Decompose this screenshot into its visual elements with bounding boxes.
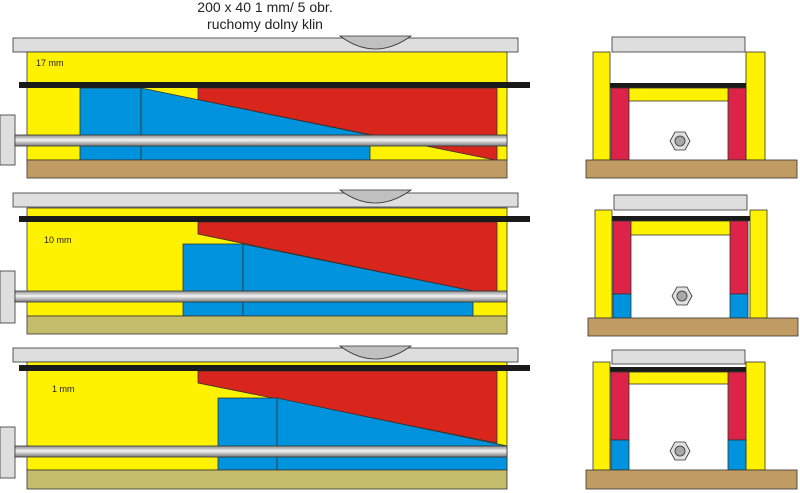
base xyxy=(585,469,798,490)
end-view-1 xyxy=(585,36,798,179)
leg-left xyxy=(610,87,630,161)
slider-block xyxy=(217,397,278,471)
top-plate xyxy=(12,37,519,53)
height-label: 10 mm xyxy=(44,235,72,245)
level-bubble xyxy=(338,35,413,50)
top-bar xyxy=(610,83,746,88)
leg-left xyxy=(610,371,630,441)
post-right xyxy=(749,209,768,319)
screw-end xyxy=(676,290,688,302)
cross-beam xyxy=(630,220,731,236)
base xyxy=(26,315,508,335)
screw-rod xyxy=(14,290,508,303)
screw-end xyxy=(674,135,686,147)
base xyxy=(585,159,798,179)
top-plate xyxy=(613,194,748,211)
foot-right xyxy=(729,293,749,319)
side-view-17mm: 17 mm xyxy=(0,35,530,179)
slider-block xyxy=(182,243,244,317)
top-plate xyxy=(611,349,746,365)
post-left xyxy=(592,361,611,471)
height-label: 1 mm xyxy=(52,384,75,394)
foot-left xyxy=(612,293,632,319)
leg-right xyxy=(729,220,749,295)
base xyxy=(26,469,508,490)
top-bar xyxy=(19,216,530,222)
level-bubble xyxy=(338,189,413,204)
level-bubble xyxy=(338,345,413,360)
leg-left xyxy=(612,220,632,295)
top-bar xyxy=(612,216,750,221)
slider-block xyxy=(79,87,142,161)
top-bar xyxy=(19,365,530,371)
foot-left xyxy=(610,439,630,471)
post-right xyxy=(745,361,766,471)
top-plate xyxy=(12,192,519,208)
cross-beam xyxy=(628,87,729,102)
knob xyxy=(0,426,16,479)
cross-beam xyxy=(628,371,729,385)
end-view-2 xyxy=(587,194,799,337)
top-bar xyxy=(19,82,530,88)
diagram-subtitle: ruchomy dolny klin xyxy=(207,16,323,32)
leg-right xyxy=(727,371,747,441)
top-bar xyxy=(610,367,746,372)
base xyxy=(587,317,799,337)
top-plate xyxy=(611,36,746,53)
knob xyxy=(0,270,16,324)
height-label: 17 mm xyxy=(36,58,64,68)
screw-rod xyxy=(14,134,508,147)
side-view-1mm: 1 mm xyxy=(0,345,530,490)
post-right xyxy=(745,51,766,161)
top-plate xyxy=(12,347,519,363)
foot-right xyxy=(727,439,747,471)
screw-rod xyxy=(14,445,508,458)
base xyxy=(26,159,508,179)
post-left xyxy=(592,51,611,161)
knob xyxy=(0,114,16,166)
leg-right xyxy=(727,87,747,161)
screw-end xyxy=(674,445,686,457)
diagram-title: 200 x 40 1 mm/ 5 obr. xyxy=(197,0,332,15)
post-left xyxy=(594,209,613,319)
side-view-10mm: 10 mm xyxy=(0,189,530,335)
end-view-3 xyxy=(585,349,798,490)
